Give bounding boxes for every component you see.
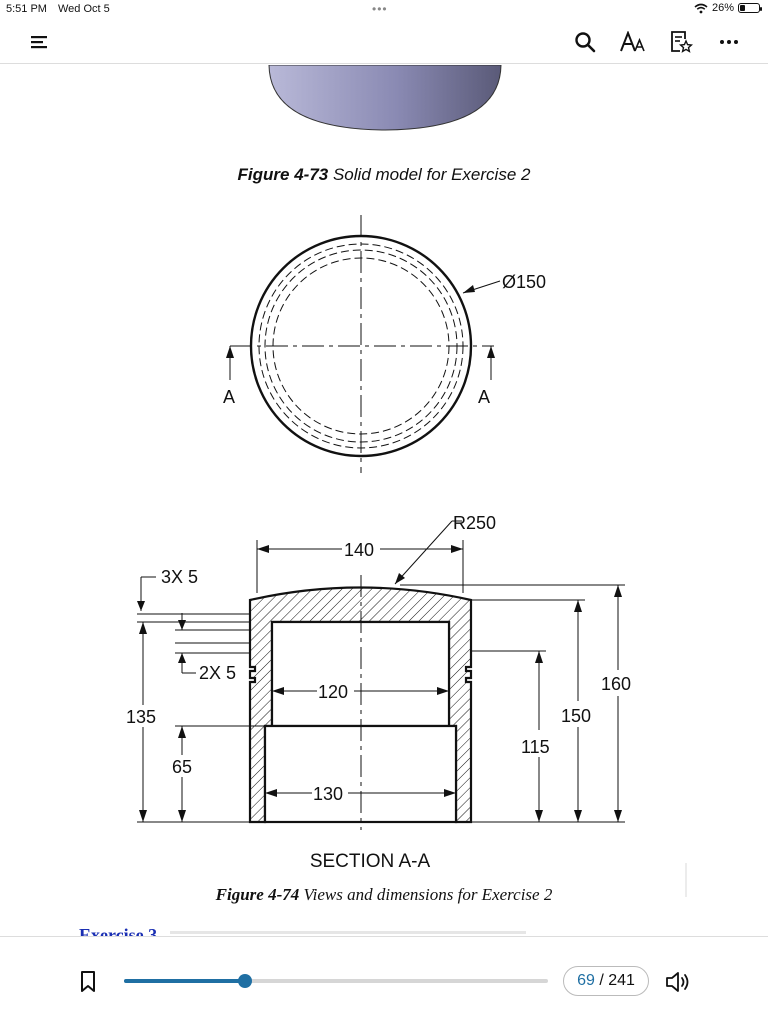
next-section-heading[interactable]: Exercise 3 xyxy=(79,925,158,936)
battery-icon xyxy=(738,3,762,13)
page-indicator[interactable]: 69 / 241 xyxy=(563,966,649,996)
section-letter-left: A xyxy=(223,387,235,407)
dimension-130: 130 xyxy=(313,784,343,804)
groove-spacing-label: 3X 5 xyxy=(161,567,198,587)
diameter-label: Ø150 xyxy=(502,272,546,292)
figure-number: Figure 4-73 xyxy=(237,165,329,184)
radius-leader xyxy=(394,520,453,585)
top-view-drawing: Ø150 A A xyxy=(223,215,546,473)
scroll-indicator[interactable] xyxy=(685,863,687,897)
hidden-circle xyxy=(264,249,458,443)
groove-size-label: 2X 5 xyxy=(199,663,236,683)
status-indicators: 26% xyxy=(694,2,762,14)
current-page: 69 xyxy=(577,972,595,989)
figure-4-74-caption: Figure 4-74 Views and dimensions for Exe… xyxy=(0,885,768,905)
figure-4-73-caption: Figure 4-73 Solid model for Exercise 2 xyxy=(0,165,768,185)
menu-icon[interactable] xyxy=(24,28,54,56)
cap-section-body xyxy=(248,586,473,824)
wifi-icon xyxy=(694,3,708,13)
battery-percent: 26% xyxy=(711,2,734,14)
multitasking-dots-icon[interactable]: ••• xyxy=(372,2,388,16)
radius-label: R250 xyxy=(453,513,496,533)
status-time: 5:51 PM xyxy=(6,3,47,15)
dimension-135: 135 xyxy=(126,707,156,727)
dimension-150: 150 xyxy=(561,706,591,726)
reader-footer: 69 / 241 xyxy=(0,936,768,1024)
section-label: SECTION A-A xyxy=(309,851,431,872)
dimension-160: 160 xyxy=(601,674,631,694)
search-icon[interactable] xyxy=(570,28,600,56)
progress-fill xyxy=(124,979,246,983)
more-icon[interactable] xyxy=(714,28,744,56)
bookmark-icon[interactable] xyxy=(78,970,98,994)
page-progress-slider[interactable] xyxy=(124,974,548,988)
hidden-circle xyxy=(258,243,464,449)
battery-level xyxy=(740,5,745,11)
figure-number: Figure 4-74 xyxy=(215,885,300,904)
reader-toolbar xyxy=(0,20,768,64)
dimension-140: 140 xyxy=(344,540,374,560)
section-letter-right: A xyxy=(478,387,490,407)
progress-knob[interactable] xyxy=(238,974,253,988)
dimension-115: 115 xyxy=(521,737,550,757)
bookmarks-icon[interactable] xyxy=(666,28,696,56)
section-view-drawing: R250 140 3X 5 2X 5 135 xyxy=(126,513,631,830)
read-aloud-speaker-icon[interactable] xyxy=(664,969,692,995)
status-bar: 5:51 PM Wed Oct 5 ••• 26% xyxy=(0,0,768,20)
status-date: Wed Oct 5 xyxy=(58,3,110,15)
figure-caption-text: Views and dimensions for Exercise 2 xyxy=(299,885,553,904)
book-page: Figure 4-73 Solid model for Exercise 2 Ø… xyxy=(0,65,768,936)
outer-circle xyxy=(249,234,473,458)
dimension-120: 120 xyxy=(318,682,348,702)
hidden-circle xyxy=(272,257,450,435)
solid-model-render xyxy=(268,65,502,131)
total-pages: 241 xyxy=(608,972,635,989)
dimension-65: 65 xyxy=(172,757,192,777)
page-scroll-shadow xyxy=(170,931,526,934)
figure-caption-text: Solid model for Exercise 2 xyxy=(328,165,531,184)
page-separator: / xyxy=(594,972,609,989)
text-size-icon[interactable] xyxy=(618,28,648,56)
